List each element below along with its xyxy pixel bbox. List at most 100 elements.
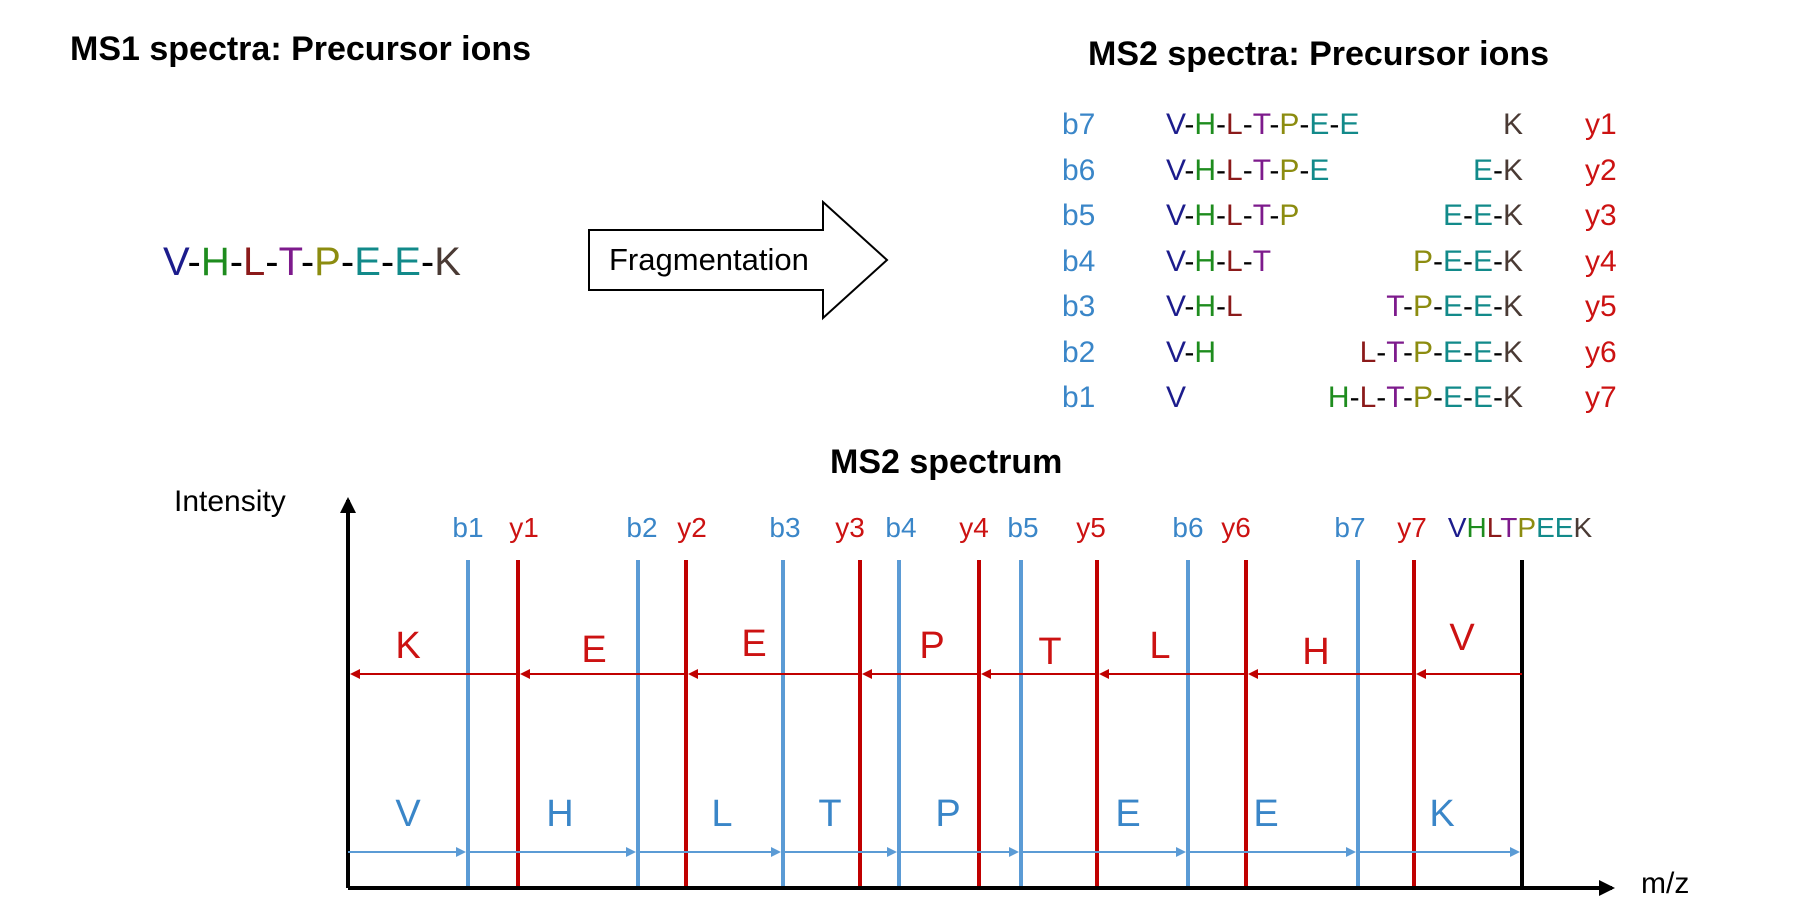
y-ion-label: y2	[1585, 153, 1617, 187]
y-seq-residue: E	[1442, 381, 1463, 414]
y-seq-residue: E	[1442, 244, 1463, 278]
y-seq-residue: K	[1502, 108, 1523, 141]
b-ion-sequence: V-H-L-T-P	[1166, 199, 1299, 233]
y-ion-sequence: T-P-E-E-K	[1386, 290, 1523, 324]
y-ion-sequence: P-E-E-K	[1413, 245, 1523, 279]
y-ion-sequence: E-K	[1473, 154, 1523, 188]
x-axis-label: m/z	[1641, 867, 1690, 900]
residue-separator: -	[1492, 244, 1503, 278]
b-seq-residue: H	[1194, 290, 1217, 323]
residue-separator: -	[340, 240, 355, 284]
residue-separator: -	[1492, 153, 1503, 187]
residue-separator: -	[1376, 381, 1387, 414]
residue-separator: -	[1184, 153, 1195, 187]
precursor-peak-residue: T	[1500, 512, 1517, 543]
b-ion-label: b1	[1062, 381, 1096, 414]
residue-separator: -	[1184, 108, 1195, 141]
y-series-residue: P	[919, 625, 944, 667]
b-seq-residue: P	[1279, 153, 1300, 187]
y-seq-residue: P	[1412, 290, 1433, 323]
y-seq-residue: L	[1359, 335, 1377, 369]
b-ion-peak-label: b1	[452, 512, 483, 543]
residue-separator: -	[420, 240, 435, 284]
precursor-peak-residue: L	[1487, 512, 1502, 543]
peptide-residue: H	[200, 240, 230, 284]
b-seq-residue: P	[1279, 108, 1300, 141]
residue-separator: -	[229, 240, 244, 284]
residue-separator: -	[1242, 244, 1253, 278]
residue-separator: -	[1492, 290, 1503, 323]
y-ion-peak-label: y2	[677, 512, 707, 543]
b-ion-peak-label: b3	[769, 512, 800, 543]
y-seq-residue: T	[1386, 381, 1403, 414]
y-seq-residue: E	[1472, 244, 1493, 278]
y-ion-label: y3	[1585, 199, 1617, 232]
b-seq-residue: E	[1339, 108, 1360, 141]
precursor-peak-residue: K	[1573, 512, 1592, 543]
ms2-title: MS2 spectra: Precursor ions	[1088, 35, 1550, 73]
residue-separator: -	[1492, 381, 1503, 414]
residue-separator: -	[1184, 199, 1195, 232]
b-ion-sequence: V-H-L-T	[1166, 245, 1271, 279]
y-seq-residue: E	[1442, 335, 1463, 369]
b-seq-residue: H	[1194, 199, 1217, 232]
residue-separator: -	[1269, 153, 1280, 187]
residue-separator: -	[1269, 199, 1280, 232]
b-seq-residue: T	[1252, 244, 1272, 278]
b-ion-sequence: V-H-L-T-P-E-E	[1166, 108, 1359, 142]
b-ion-label: b4	[1062, 244, 1096, 278]
b-seq-residue: V	[1166, 199, 1185, 232]
b-seq-residue: L	[1226, 244, 1243, 278]
b-ion-peak-label: b2	[626, 512, 657, 543]
y-seq-residue: L	[1359, 381, 1377, 414]
y-series-residue: K	[395, 625, 420, 667]
b-seq-residue: L	[1226, 153, 1243, 187]
b-ion-label: b2	[1062, 335, 1096, 369]
b-seq-residue: T	[1252, 199, 1270, 232]
y-seq-residue: T	[1386, 335, 1403, 369]
residue-separator: -	[300, 240, 315, 284]
b-ion-label: b7	[1062, 108, 1096, 141]
residue-separator: -	[1432, 290, 1443, 323]
residue-separator: -	[1432, 381, 1443, 414]
residue-separator: -	[1462, 335, 1473, 369]
y-seq-residue: K	[1502, 290, 1523, 323]
b-seq-residue: V	[1166, 153, 1185, 187]
peptide-residue: L	[243, 240, 266, 284]
peptide-residue: V	[163, 240, 188, 284]
y-axis-label: Intensity	[174, 485, 286, 518]
y-seq-residue: K	[1502, 335, 1523, 369]
precursor-peak-residue: V	[1448, 512, 1467, 543]
fragmentation-arrow	[588, 200, 889, 321]
b-series-residue: E	[1115, 793, 1140, 835]
y-ion-sequence: H-L-T-P-E-E-K	[1328, 381, 1523, 415]
y-ion-label: y1	[1585, 108, 1617, 141]
peptide-residue: K	[434, 240, 461, 284]
y-seq-residue: K	[1502, 244, 1523, 278]
b-ion-peak-label: b5	[1007, 512, 1038, 543]
b-seq-residue: H	[1194, 153, 1217, 187]
y-ion-label: y7	[1585, 381, 1617, 414]
residue-separator: -	[1242, 199, 1253, 232]
residue-separator: -	[1299, 153, 1310, 187]
b-seq-residue: H	[1194, 108, 1217, 141]
y-seq-residue: T	[1386, 290, 1403, 323]
b-series-residue: L	[711, 793, 732, 835]
y-series-residue: E	[741, 623, 766, 665]
b-series-residue: H	[546, 793, 573, 835]
b-seq-residue: V	[1166, 108, 1185, 141]
residue-separator: -	[1184, 335, 1195, 369]
y-ion-label: y4	[1585, 244, 1617, 278]
residue-separator: -	[1216, 153, 1227, 187]
residue-separator: -	[1462, 199, 1473, 232]
y-ion-peak-label: y6	[1221, 512, 1251, 543]
y-seq-residue: E	[1472, 335, 1493, 369]
y-ion-peak-label: y5	[1076, 512, 1106, 543]
b-seq-residue: E	[1309, 153, 1330, 187]
precursor-peak-residue: E	[1555, 512, 1574, 543]
b-seq-residue: V	[1166, 335, 1185, 369]
